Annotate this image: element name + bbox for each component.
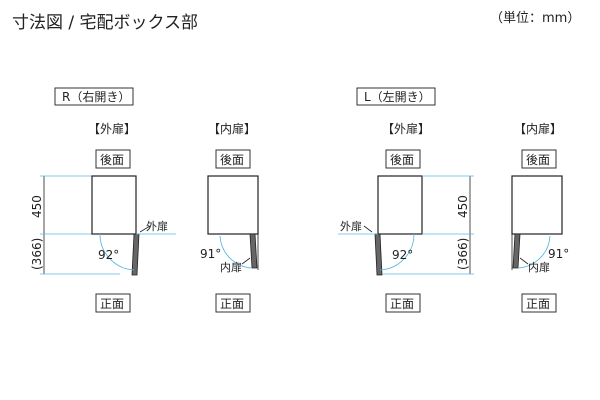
door-label: 内扉 xyxy=(220,260,242,274)
front-label: 正面 xyxy=(526,297,550,311)
opening-angle: 92° xyxy=(392,248,413,262)
opening-angle: 91° xyxy=(200,247,221,261)
depth-dimension: 450 xyxy=(30,195,44,218)
door-label: 外扉 xyxy=(146,220,168,233)
cabinet-body xyxy=(377,175,423,235)
front-label-box xyxy=(385,293,421,313)
open-door xyxy=(131,233,140,276)
page-title: 寸法図 / 宅配ボックス部 xyxy=(12,13,198,33)
section-label: L（左開き） xyxy=(364,89,431,104)
outer-header: 【外扉】 xyxy=(88,122,136,136)
inner-door-diagram: 【内扉】 後面 内扉 91° 正面 xyxy=(511,122,569,313)
front-label-box xyxy=(95,293,131,313)
back-label-box xyxy=(385,149,421,169)
section-left-hinged: L（左開き） 【外扉】 後面 外扉 92° 450 (366) 正面 【内扉 xyxy=(338,87,569,313)
swing-arc xyxy=(99,233,135,271)
swing-arc xyxy=(517,235,551,269)
outer-door-diagram: 【外扉】 後面 外扉 92° 450 (366) 正面 xyxy=(338,122,474,313)
back-label: 後面 xyxy=(390,153,414,167)
front-label-box xyxy=(215,293,251,313)
leader-line xyxy=(139,225,151,233)
section-label-box xyxy=(356,87,436,106)
cabinet-body xyxy=(207,175,259,235)
inner-header: 【内扉】 xyxy=(208,122,256,136)
back-label: 後面 xyxy=(220,153,244,167)
opening-angle: 92° xyxy=(98,248,119,262)
leader-line xyxy=(363,225,373,233)
front-label: 正面 xyxy=(220,297,244,311)
cabinet-body xyxy=(91,175,137,235)
front-label: 正面 xyxy=(390,297,414,311)
back-label: 後面 xyxy=(526,153,550,167)
opening-angle: 91° xyxy=(548,247,569,261)
depth-dimension: 450 xyxy=(456,195,470,218)
clearance-dimension: (366) xyxy=(456,238,470,270)
door-label: 内扉 xyxy=(528,260,550,274)
leader-line xyxy=(519,257,529,265)
section-label-box xyxy=(54,87,134,106)
swing-arc xyxy=(219,235,253,269)
open-door xyxy=(512,233,521,269)
open-door xyxy=(374,233,383,276)
inner-door-diagram: 【内扉】 後面 内扉 91° 正面 xyxy=(200,122,259,313)
unit-label: （単位：mm） xyxy=(490,10,580,26)
outer-door-diagram: 【外扉】 後面 450 (366) 外扉 92° 正面 xyxy=(30,122,176,313)
open-door xyxy=(249,233,258,269)
outer-header: 【外扉】 xyxy=(382,122,430,136)
front-label-box xyxy=(521,293,557,313)
door-label: 外扉 xyxy=(340,220,362,233)
back-label-box xyxy=(215,149,251,169)
leader-line xyxy=(241,257,251,265)
cabinet-body xyxy=(511,175,563,235)
swing-arc xyxy=(379,233,415,271)
inner-header: 【内扉】 xyxy=(514,122,562,136)
front-label: 正面 xyxy=(100,297,124,311)
back-label-box xyxy=(95,149,131,169)
clearance-dimension: (366) xyxy=(30,238,44,270)
section-label: R（右開き） xyxy=(62,89,130,104)
section-right-hinged: R（右開き） 【外扉】 後面 450 (366) 外扉 92° 正面 xyxy=(30,87,259,313)
back-label: 後面 xyxy=(100,153,124,167)
back-label-box xyxy=(521,149,557,169)
